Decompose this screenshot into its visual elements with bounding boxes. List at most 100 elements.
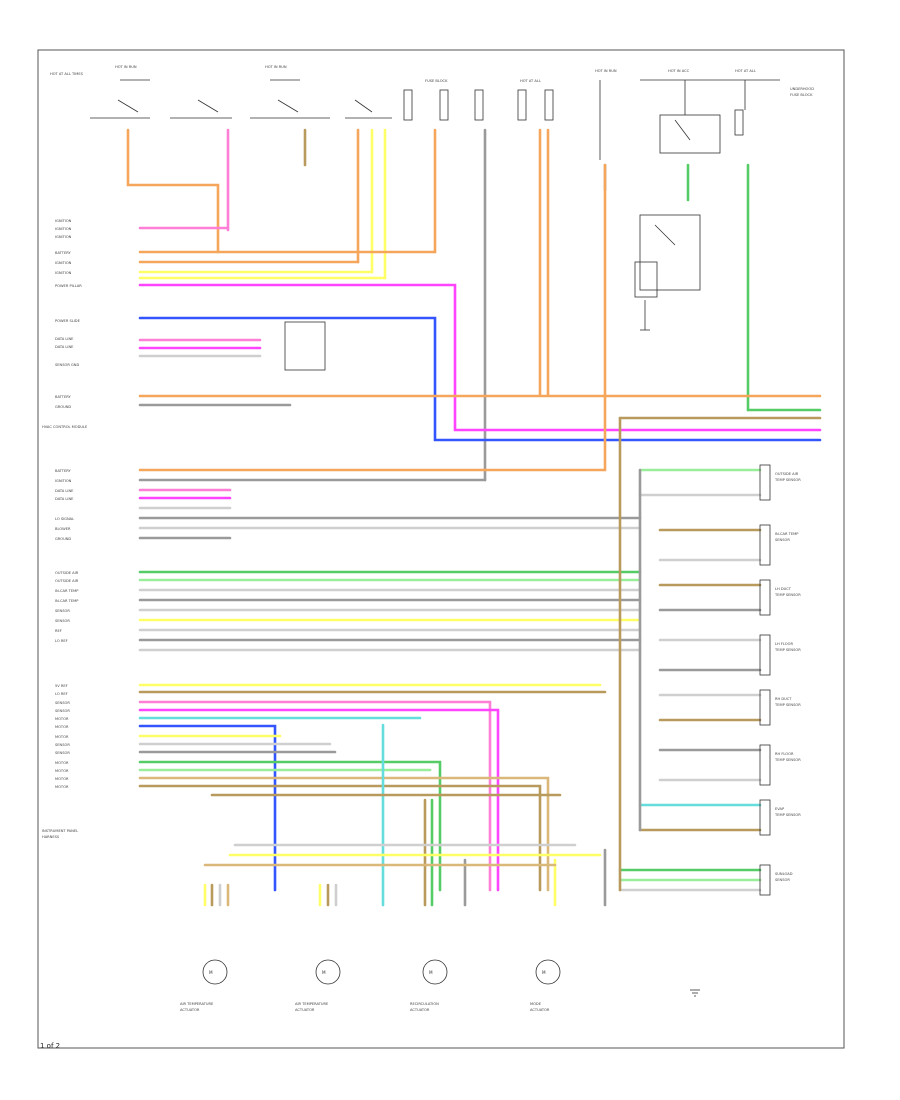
svg-text:LO REF: LO REF (55, 639, 68, 643)
svg-text:HVAC CONTROL MODULE: HVAC CONTROL MODULE (42, 425, 88, 429)
svg-text:TEMP SENSOR: TEMP SENSOR (774, 813, 801, 817)
svg-text:ACTUATOR: ACTUATOR (295, 1008, 315, 1012)
svg-text:REF: REF (55, 629, 62, 633)
svg-text:MODE: MODE (530, 1002, 542, 1006)
svg-text:SENSOR: SENSOR (55, 743, 70, 747)
svg-text:IN-CAR TEMP: IN-CAR TEMP (775, 532, 799, 536)
svg-text:AIR TEMPERATURE: AIR TEMPERATURE (180, 1002, 214, 1006)
page-label: 1 of 2 (40, 1042, 60, 1050)
actuator-signal-rows: OUTSIDE AIR OUTSIDE AIR IN-CAR TEMP IN-C… (55, 570, 642, 652)
svg-text:DATA LINE: DATA LINE (55, 489, 74, 493)
svg-text:DATA LINE: DATA LINE (55, 337, 74, 341)
svg-text:IN-CAR TEMP: IN-CAR TEMP (55, 599, 79, 603)
svg-text:IGNITION: IGNITION (55, 235, 72, 239)
motor-feed-wires (203, 723, 607, 907)
svg-text:SUNLOAD: SUNLOAD (775, 872, 793, 876)
svg-text:M: M (322, 970, 326, 975)
svg-text:FUSE BLOCK: FUSE BLOCK (425, 79, 448, 83)
svg-text:SENSOR: SENSOR (55, 701, 70, 705)
svg-text:SENSOR: SENSOR (55, 619, 70, 623)
left-connector-block-2: POWER SLIDE DATA LINE DATA LINE SENSOR G… (55, 316, 822, 442)
relay-middle-right (634, 214, 701, 331)
hvac-module-block: HVAC CONTROL MODULE BATTERY IGNITION DAT… (42, 163, 642, 541)
svg-text:GROUND: GROUND (55, 405, 71, 409)
svg-text:IGNITION: IGNITION (55, 479, 72, 483)
svg-text:IGNITION: IGNITION (55, 261, 72, 265)
diagram-frame (37, 49, 845, 1049)
svg-text:HOT AT ALL TIMES: HOT AT ALL TIMES (50, 72, 84, 76)
svg-text:INSTRUMENT PANEL: INSTRUMENT PANEL (42, 829, 78, 833)
svg-text:OUTSIDE AIR: OUTSIDE AIR (775, 472, 799, 476)
svg-text:BATTERY: BATTERY (55, 469, 72, 473)
svg-text:MOTOR: MOTOR (55, 777, 69, 781)
svg-text:BATTERY: BATTERY (55, 251, 72, 255)
svg-text:AIR TEMPERATURE: AIR TEMPERATURE (295, 1002, 329, 1006)
svg-text:SENSOR: SENSOR (55, 609, 70, 613)
svg-text:HOT IN RUN: HOT IN RUN (265, 65, 287, 69)
svg-text:SENSOR: SENSOR (775, 878, 790, 882)
svg-text:MOTOR: MOTOR (55, 769, 69, 773)
svg-text:ACTUATOR: ACTUATOR (180, 1008, 200, 1012)
svg-text:DATA LINE: DATA LINE (55, 345, 74, 349)
motor-3: M RECIRCULATION ACTUATOR (410, 959, 448, 1012)
svg-text:HOT IN ACC: HOT IN ACC (668, 69, 690, 73)
battery-ground-rows: BATTERY GROUND (55, 394, 822, 420)
svg-text:GROUND: GROUND (55, 537, 71, 541)
svg-text:IN-CAR TEMP: IN-CAR TEMP (55, 589, 79, 593)
svg-text:MOTOR: MOTOR (55, 735, 69, 739)
svg-text:TEMP SENSOR: TEMP SENSOR (774, 648, 801, 652)
svg-text:TEMP SENSOR: TEMP SENSOR (774, 593, 801, 597)
svg-text:SENSOR: SENSOR (55, 751, 70, 755)
svg-text:BLOWER: BLOWER (55, 527, 71, 531)
svg-text:ACTUATOR: ACTUATOR (530, 1008, 550, 1012)
svg-text:LO SIGNAL: LO SIGNAL (55, 517, 74, 521)
svg-text:IGNITION: IGNITION (55, 219, 72, 223)
right-actuators: OUTSIDE AIR TEMP SENSOR IN-CAR TEMP SENS… (618, 416, 801, 896)
svg-text:DATA LINE: DATA LINE (55, 497, 74, 501)
svg-text:OUTSIDE AIR: OUTSIDE AIR (55, 579, 79, 583)
svg-text:EVAP: EVAP (775, 807, 785, 811)
svg-text:TEMP SENSOR: TEMP SENSOR (774, 758, 801, 762)
motor-4: M MODE ACTUATOR (530, 959, 561, 1012)
svg-text:HOT AT ALL: HOT AT ALL (520, 79, 541, 83)
svg-text:BATTERY: BATTERY (55, 395, 72, 399)
svg-text:HARNESS: HARNESS (42, 835, 60, 839)
motor-symbols: M AIR TEMPERATURE ACTUATOR M AIR TEMPERA… (180, 959, 700, 1012)
svg-text:MOTOR: MOTOR (55, 717, 69, 721)
svg-text:POWER SLIDE: POWER SLIDE (55, 319, 81, 323)
svg-text:IGNITION: IGNITION (55, 227, 72, 231)
svg-text:HOT AT ALL: HOT AT ALL (735, 69, 756, 73)
svg-text:HOT IN RUN: HOT IN RUN (595, 69, 617, 73)
svg-text:POWER PILLAR: POWER PILLAR (55, 284, 82, 288)
svg-text:RECIRCULATION: RECIRCULATION (410, 1002, 439, 1006)
top-vertical-wires (126, 128, 750, 482)
svg-text:RH FLOOR: RH FLOOR (775, 752, 794, 756)
svg-text:UNDERHOOD: UNDERHOOD (790, 87, 814, 91)
svg-text:FUSE BLOCK: FUSE BLOCK (790, 93, 813, 97)
motor-2: M AIR TEMPERATURE ACTUATOR (295, 959, 341, 1012)
svg-text:RH DUCT: RH DUCT (775, 697, 792, 701)
svg-text:OUTSIDE AIR: OUTSIDE AIR (55, 571, 79, 575)
svg-text:MOTOR: MOTOR (55, 761, 69, 765)
svg-text:SENSOR: SENSOR (55, 709, 70, 713)
svg-text:MOTOR: MOTOR (55, 725, 69, 729)
top-switch-area: HOT AT ALL TIMES HOT IN RUN HOT IN RUN F… (50, 65, 814, 160)
left-connector-block-1: IGNITION IGNITION IGNITION BATTERY IGNIT… (55, 219, 822, 432)
svg-text:M: M (429, 970, 433, 975)
svg-text:M: M (542, 970, 546, 975)
svg-text:SENSOR GND: SENSOR GND (55, 363, 79, 367)
svg-text:TEMP SENSOR: TEMP SENSOR (774, 703, 801, 707)
svg-text:M: M (209, 970, 213, 975)
motor-control-rows: 5V REF LO REF SENSOR SENSOR MOTOR MOTOR … (42, 683, 607, 892)
svg-text:5V REF: 5V REF (55, 684, 68, 688)
svg-text:TEMP SENSOR: TEMP SENSOR (774, 478, 801, 482)
svg-text:LO REF: LO REF (55, 692, 68, 696)
svg-text:ACTUATOR: ACTUATOR (410, 1008, 430, 1012)
ground-ref (690, 989, 700, 997)
svg-text:SENSOR: SENSOR (775, 538, 790, 542)
motor-1: M AIR TEMPERATURE ACTUATOR (180, 959, 228, 1012)
svg-text:HOT IN RUN: HOT IN RUN (115, 65, 137, 69)
svg-text:LH FLOOR: LH FLOOR (775, 642, 793, 646)
svg-text:IGNITION: IGNITION (55, 271, 72, 275)
